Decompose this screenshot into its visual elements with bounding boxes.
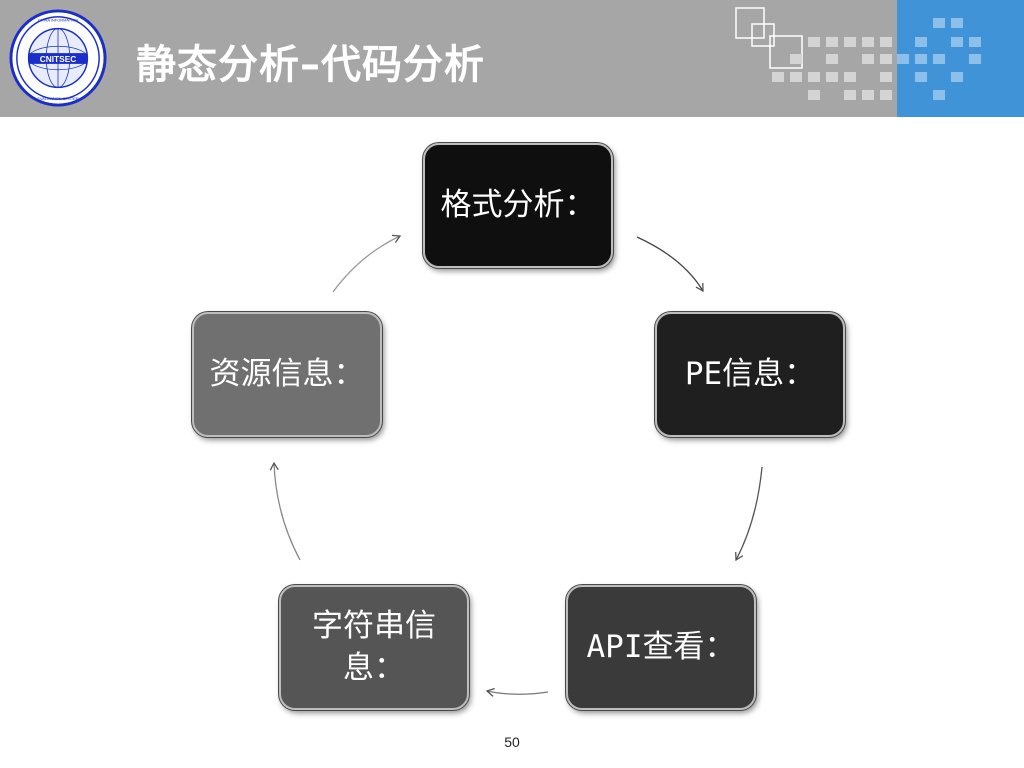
slide-header: CNITSEC CHINA INFORMATION EVALUATION CEN…	[0, 0, 1024, 117]
node-resource-info: 资源信息：	[192, 312, 382, 437]
node-string-info: 字符串信 息：	[279, 585, 469, 710]
node-pe-info: PE信息：	[655, 312, 845, 437]
node-string-info-label: 字符串信 息：	[312, 606, 436, 690]
node-format-analysis-label: 格式分析：	[440, 186, 596, 223]
svg-text:CHINA INFORMATION: CHINA INFORMATION	[38, 18, 78, 23]
arrow-format-to-pe	[636, 236, 704, 293]
arrow-pe-to-api	[735, 466, 763, 562]
node-resource-info-label: 资源信息：	[209, 355, 365, 392]
node-string-info-line2: 息：	[343, 649, 405, 686]
page-number: 50	[504, 734, 520, 750]
svg-text:EVALUATION CENTER: EVALUATION CENTER	[37, 96, 78, 101]
svg-text:CNITSEC: CNITSEC	[40, 54, 77, 64]
cnitsec-logo: CNITSEC CHINA INFORMATION EVALUATION CEN…	[9, 9, 107, 107]
node-api-view-label: API查看：	[586, 628, 736, 665]
arrow-resources-to-format	[332, 234, 402, 293]
arrow-api-to-strings	[485, 687, 549, 697]
header-decoration-squares	[735, 7, 981, 100]
node-format-analysis: 格式分析：	[423, 143, 613, 268]
node-api-view: API查看：	[566, 585, 756, 710]
slide-title: 静态分析–代码分析	[136, 42, 485, 88]
node-string-info-line1: 字符串信	[312, 607, 436, 644]
arrow-strings-to-resources	[269, 461, 301, 561]
node-pe-info-label: PE信息：	[684, 355, 816, 392]
